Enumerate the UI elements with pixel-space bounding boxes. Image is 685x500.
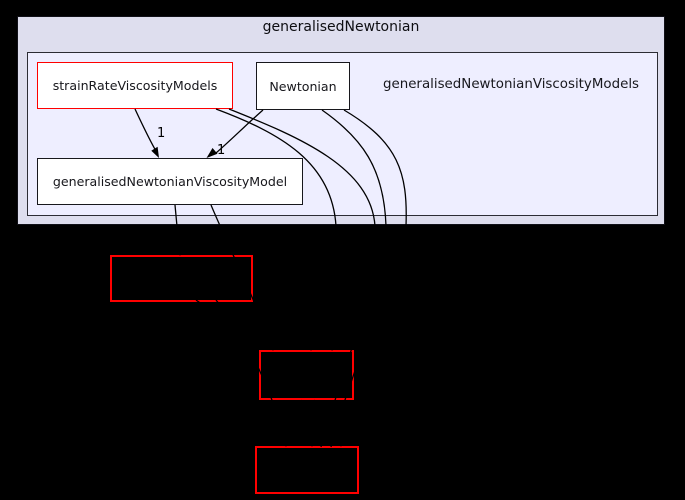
edge-hidden: [313, 399, 342, 446]
inner-cluster-label[interactable]: generalisedNewtonianViscosityModels: [382, 77, 640, 92]
node-Newtonian[interactable]: Newtonian: [256, 62, 350, 110]
arrowhead: [298, 341, 306, 350]
outer-cluster-label[interactable]: generalisedNewtonian: [262, 19, 420, 35]
node-strainRateViscosityModels-label: strainRateViscosityModels: [52, 78, 218, 93]
truncated-node-1[interactable]: [110, 255, 253, 302]
node-generalisedNewtonianViscosityModel[interactable]: generalisedNewtonianViscosityModel: [37, 158, 303, 205]
edge-hidden: [195, 299, 303, 350]
node-Newtonian-label: Newtonian: [269, 78, 337, 94]
edge-count-label[interactable]: 1: [157, 126, 166, 141]
edge-hidden: [300, 399, 313, 446]
truncated-node-2[interactable]: [259, 350, 354, 400]
edge-count-label[interactable]: 1: [217, 143, 226, 158]
node-generalisedNewtonianViscosityModel-label: generalisedNewtonianViscosityModel: [52, 174, 288, 189]
node-strainRateViscosityModels[interactable]: strainRateViscosityModels: [37, 62, 233, 109]
truncated-node-3[interactable]: [255, 446, 359, 494]
